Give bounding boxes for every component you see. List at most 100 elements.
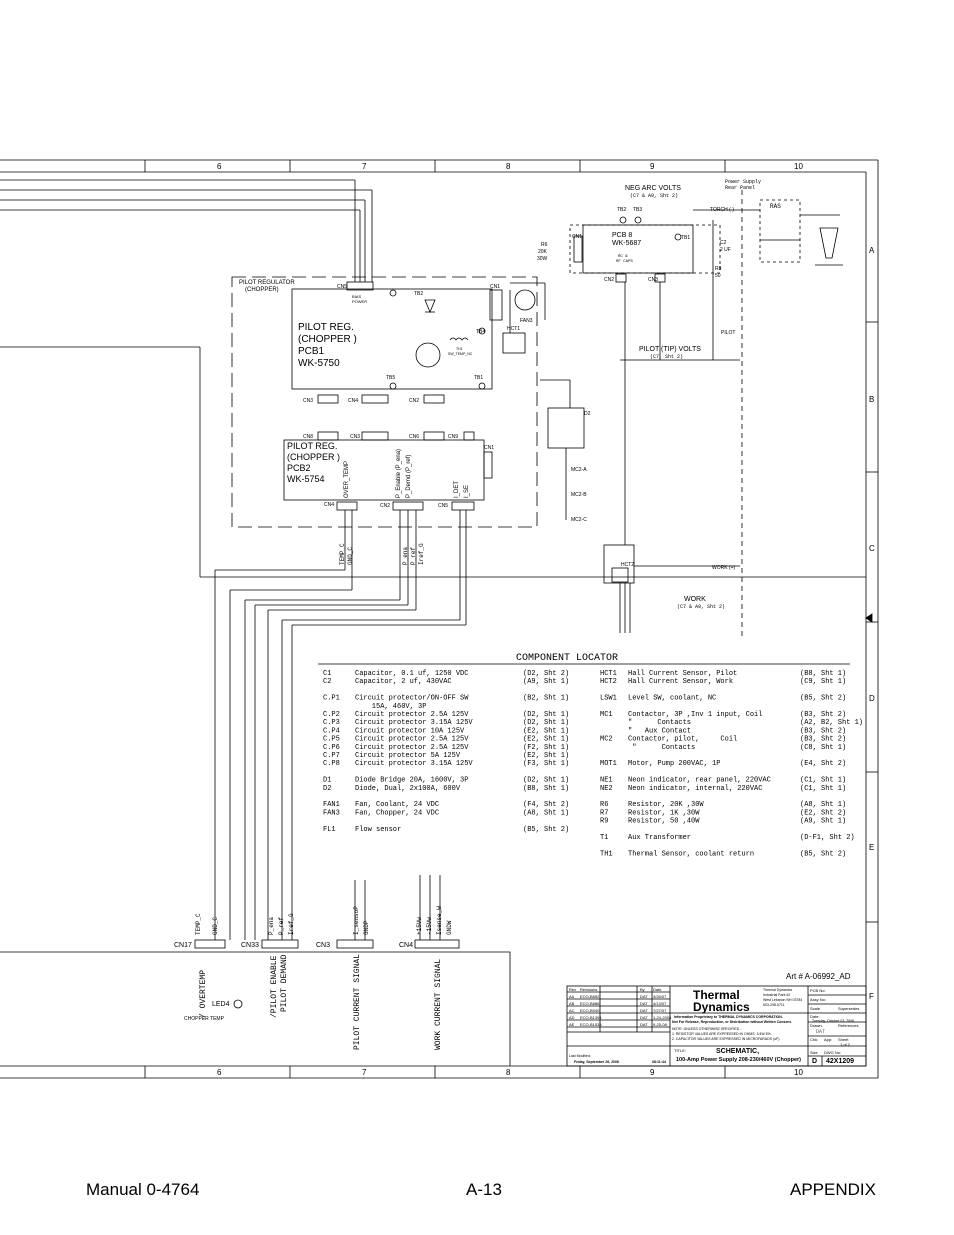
footer-page: A-13 — [466, 1180, 502, 1199]
col-top-6: 6 — [217, 162, 222, 171]
locator-cell: Capacitor, 0.1 uf, 1250 VDC — [355, 670, 468, 678]
sheet-value: 1 of 2 — [840, 1042, 851, 1047]
locator-cell: C.P4 — [323, 727, 340, 735]
iref-g-upper: Iref_G — [418, 543, 425, 565]
size-value: D — [812, 1058, 817, 1065]
revision-cell: 4/13/07 — [653, 1001, 667, 1006]
last-modified-time: 08:11:44 — [652, 1060, 666, 1064]
cn3-bottom-label: CN3 — [316, 942, 330, 949]
locator-cell: Diode Bridge 20A, 1600V, 3P — [355, 777, 468, 785]
p-ena-lower: P_ena — [268, 917, 275, 935]
revision-cell: ECO-B1391 — [580, 1015, 602, 1020]
col-bottom-7: 7 — [362, 1068, 367, 1077]
locator-cell: T1 — [600, 834, 608, 842]
revision-cell: ECO-B1535 — [580, 1022, 602, 1027]
locator-cell: Thermal Sensor, coolant return — [628, 850, 754, 858]
locator-cell: Contactor, 3P ,Inv 1 input, Coil — [628, 711, 762, 719]
locator-cell: " Contacts — [628, 719, 691, 727]
art-number: Art # A-06992_AD — [786, 972, 851, 981]
locator-cell: (B3, Sht 2) — [800, 727, 846, 735]
title-line-2: 100-Amp Power Supply 208-230/460V (Chopp… — [676, 1057, 801, 1063]
p-ref-lower: P_ref — [278, 917, 285, 935]
locator-title: COMPONENT LOCATOR — [516, 653, 618, 664]
locator-cell: (D2, Sht 1) — [523, 711, 569, 719]
proprietary-2: Not For Release, Reproduction, or Distri… — [672, 1020, 792, 1024]
locator-cell: " Aux Contact — [628, 727, 691, 735]
revision-cell: AD — [569, 1015, 575, 1020]
locator-cell: Circuit protector 3.15A 125V — [355, 760, 473, 768]
size-label: Size — [810, 1050, 819, 1055]
note-3: 2. CAPACITOR VALUES ARE EXPRESSED IN MIC… — [672, 1037, 780, 1041]
cn1-pcb8: CN1 — [572, 234, 582, 240]
revision-cell: DAT — [640, 1015, 648, 1020]
r6-val2: 30W — [537, 256, 548, 262]
mc2b-label: MC2-B — [571, 492, 587, 498]
row-e: E — [869, 843, 874, 852]
hct1-label: HCT1 — [507, 326, 520, 332]
col-top-9: 9 — [650, 162, 655, 171]
temp-c-upper: TEMP_C — [339, 543, 346, 565]
locator-cell: MC2 — [600, 736, 613, 744]
locator-cell: C2 — [323, 678, 331, 686]
rc-caps-1: RC & — [618, 255, 628, 259]
locator-cell: (D2, Sht 2) — [523, 670, 569, 678]
col-top-8: 8 — [506, 162, 511, 171]
pilot-regulator-label-1: PILOT REGULATOR — [239, 280, 295, 286]
cn4-pcb1: CN4 — [348, 398, 358, 404]
pilot-enable-signal: /PILOT ENABLE — [270, 955, 279, 1018]
pilot-demand-signal: PILOT DEMAND — [280, 954, 289, 1012]
cn17-label: CN17 — [174, 942, 192, 949]
chopper-temp-label: CHOPPER TEMP — [184, 1016, 225, 1022]
pilot-current-signal: PILOT CURRENT SIGNAL — [353, 954, 362, 1050]
gnd-c-lower: GND_C — [212, 917, 219, 935]
pcb1-title-4: WK-5750 — [298, 358, 340, 369]
row-c: C — [869, 544, 875, 553]
c2-val: 2 UF — [720, 247, 731, 253]
locator-cell: Circuit protector 2.5A 125V — [355, 736, 469, 744]
supersedes-label: Supersedes — [838, 1006, 859, 1011]
revision-header-cell: Revisions — [580, 987, 597, 992]
locator-cell: Capacitor, 2 uf, 430VAC — [355, 678, 452, 686]
cn1-pcb1: CN1 — [490, 284, 500, 290]
pcb1-title-1: PILOT REG. — [298, 322, 354, 333]
temp-c-lower: TEMP_C — [195, 913, 202, 935]
revision-cell: DAT — [640, 994, 648, 999]
row-f: F — [869, 992, 874, 1001]
last-modified-label: Last Modified: — [569, 1054, 591, 1058]
locator-cell: (A8, Sht 1) — [523, 809, 569, 817]
cn3-pcb2: CN3 — [350, 434, 360, 440]
revision-cell: ECO-B886 — [580, 1001, 600, 1006]
locator-cell: (B3, Sht 2) — [800, 711, 846, 719]
p-ref-upper: P_ref — [410, 547, 417, 565]
pcb2-title-3: PCB2 — [287, 463, 311, 473]
locator-cell: (A2, B2, Sht 1) — [800, 719, 863, 727]
locator-cell: Circuit protector 2.5A 125V — [355, 711, 469, 719]
locator-cell: HCT2 — [600, 678, 617, 686]
row-d: D — [869, 694, 875, 703]
pilot-tip-volts-label: PILOT (TIP) VOLTS — [639, 346, 701, 353]
pcb1-title-2: (CHOPPER ) — [298, 334, 357, 345]
revision-cell: DAT — [640, 1001, 648, 1006]
locator-cell: Circuit protector 3.15A 125V — [355, 719, 473, 727]
locator-cell: (E4, Sht 2) — [800, 760, 846, 768]
references-label: References — [838, 1023, 858, 1028]
gnd-p-label: GNDP — [363, 920, 370, 935]
p-demand-label: P_Demd (P_ref) — [406, 455, 412, 498]
chk-label: Chk: — [810, 1037, 818, 1042]
work-ref: (C7 & A9, Sht 2) — [677, 604, 725, 610]
bias-label-1: BIAS — [352, 294, 361, 299]
locator-cell: (B8, Sht 1) — [800, 670, 846, 678]
dwg-no-value: 42X1209 — [826, 1058, 854, 1065]
revision-cell: AB — [569, 1001, 575, 1006]
tb5-label: TB5 — [386, 375, 395, 381]
assy-no-label: Assy No: — [810, 997, 826, 1002]
revision-cell: 9-25-08 — [653, 1022, 668, 1027]
revision-cell: 3/26/07 — [653, 994, 667, 999]
col-top-7: 7 — [362, 162, 367, 171]
proprietary-1: Information Proprietary to THERMAL DYNAM… — [674, 1015, 783, 1019]
work-plus-label: WORK (+) — [712, 565, 736, 571]
th1-label: TH1 — [456, 347, 463, 351]
